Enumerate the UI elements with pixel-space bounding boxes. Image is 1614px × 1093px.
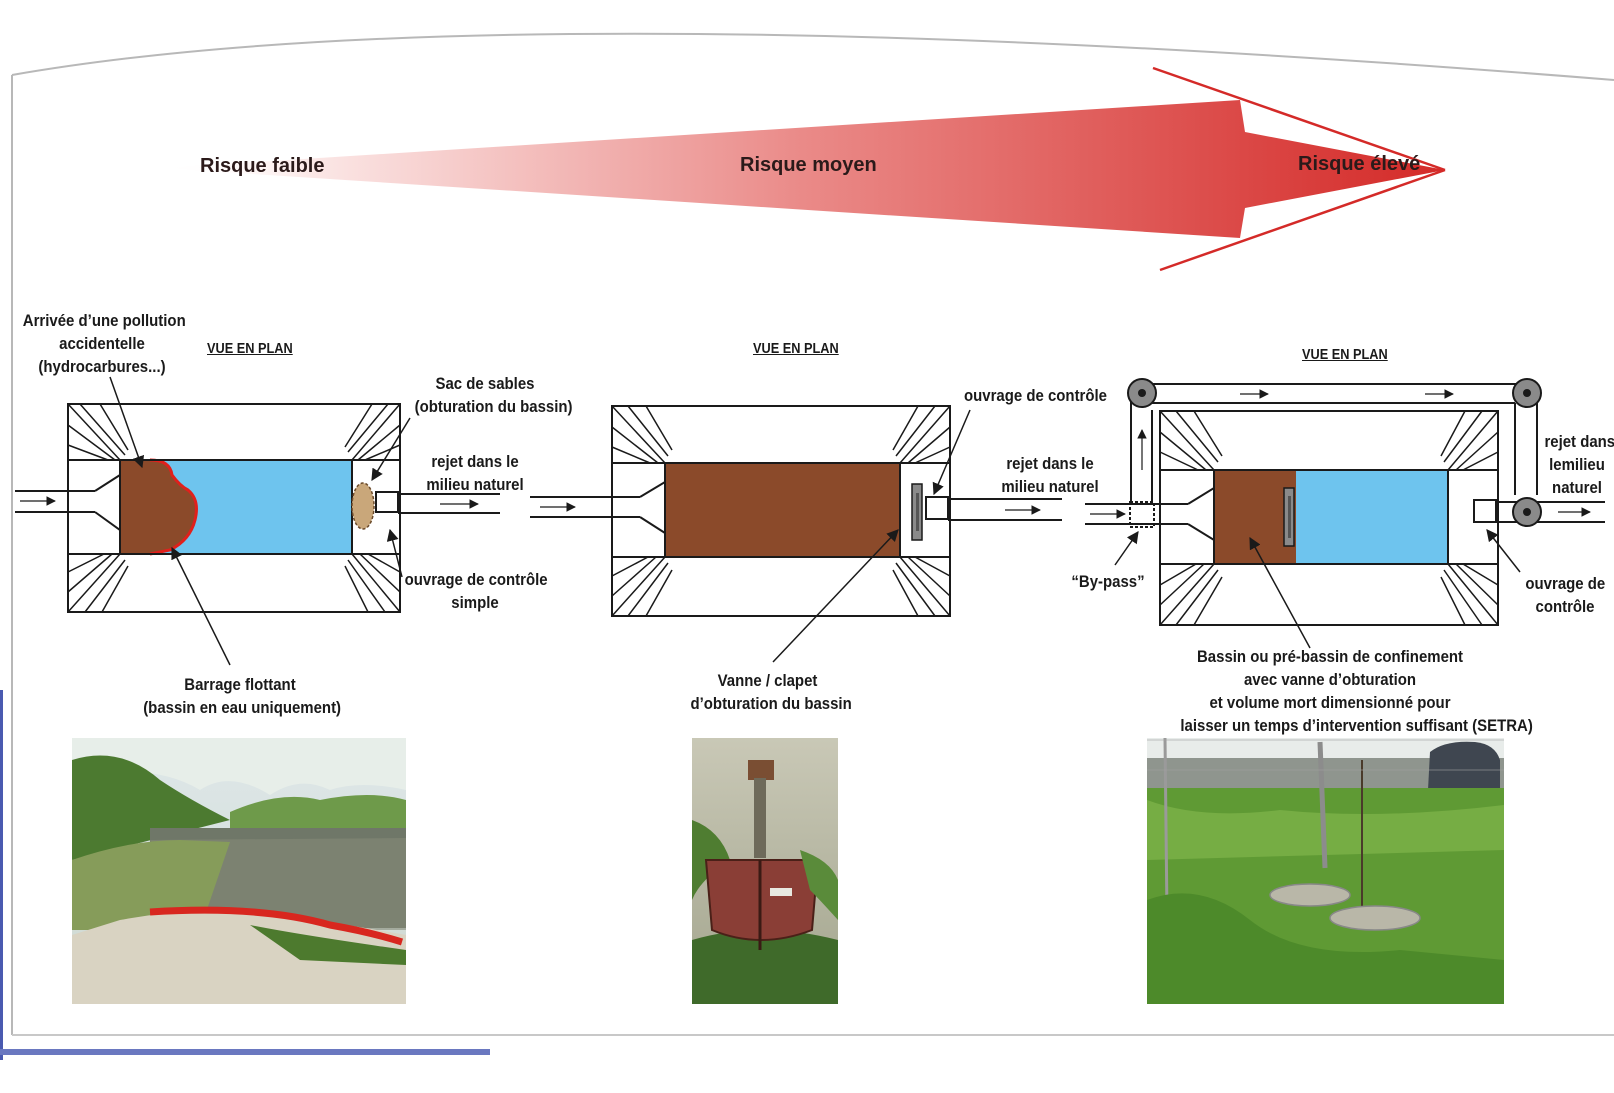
discharge-label-middle: rejet dans le milieu naturel bbox=[1001, 454, 1099, 496]
discharge-label-right: rejet dans lemilieu naturel bbox=[1544, 432, 1614, 497]
basin-label: Bassin ou pré-bassin de confinement avec… bbox=[1180, 647, 1533, 735]
risk-high-label: Risque élevé bbox=[1298, 153, 1421, 175]
view-label-right: VUE EN PLAN bbox=[1302, 346, 1388, 363]
page-frame bbox=[0, 32, 1614, 1060]
discharge-label-left: rejet dans le milieu naturel bbox=[426, 452, 524, 494]
sandbag-icon bbox=[351, 482, 375, 530]
photo-floating-boom bbox=[72, 738, 406, 1004]
control-label-left: ouvrage de contrôle simple bbox=[404, 570, 548, 612]
photo-confinement-basin bbox=[1147, 737, 1504, 1005]
valve-icon bbox=[1283, 487, 1295, 547]
left-callouts bbox=[109, 376, 411, 666]
middle-basin-plan bbox=[530, 405, 1062, 617]
valve-icon bbox=[911, 483, 923, 541]
control-label-middle: ouvrage de contrôle bbox=[964, 386, 1107, 405]
bypass-label: “By-pass” bbox=[1071, 572, 1145, 591]
risk-medium-label: Risque moyen bbox=[740, 154, 877, 176]
photo-valve bbox=[692, 738, 838, 1004]
risk-arrow bbox=[160, 66, 1446, 272]
sandbag-label: Sac de sables (obturation du bassin) bbox=[414, 374, 573, 416]
water-area bbox=[1296, 470, 1448, 564]
gate-valve-icon bbox=[1127, 378, 1542, 527]
pollution-area bbox=[665, 463, 900, 557]
pollution-arrival-label: Arrivée d’une pollution accidentelle (hy… bbox=[22, 311, 186, 376]
view-label-middle: VUE EN PLAN bbox=[753, 340, 839, 357]
right-callouts bbox=[1114, 529, 1521, 649]
floating-boom bbox=[149, 458, 198, 556]
boom-label: Barrage flottant (bassin en eau uniqueme… bbox=[143, 675, 342, 717]
right-basin-plan bbox=[1085, 383, 1605, 626]
control-label-right: ouvrage de contrôle bbox=[1525, 574, 1606, 616]
risk-low-label: Risque faible bbox=[200, 155, 325, 177]
middle-callouts bbox=[772, 409, 971, 663]
view-label-left: VUE EN PLAN bbox=[207, 340, 293, 357]
left-basin-plan bbox=[15, 403, 500, 613]
valve-label: Vanne / clapet d’obturation du bassin bbox=[690, 671, 852, 713]
